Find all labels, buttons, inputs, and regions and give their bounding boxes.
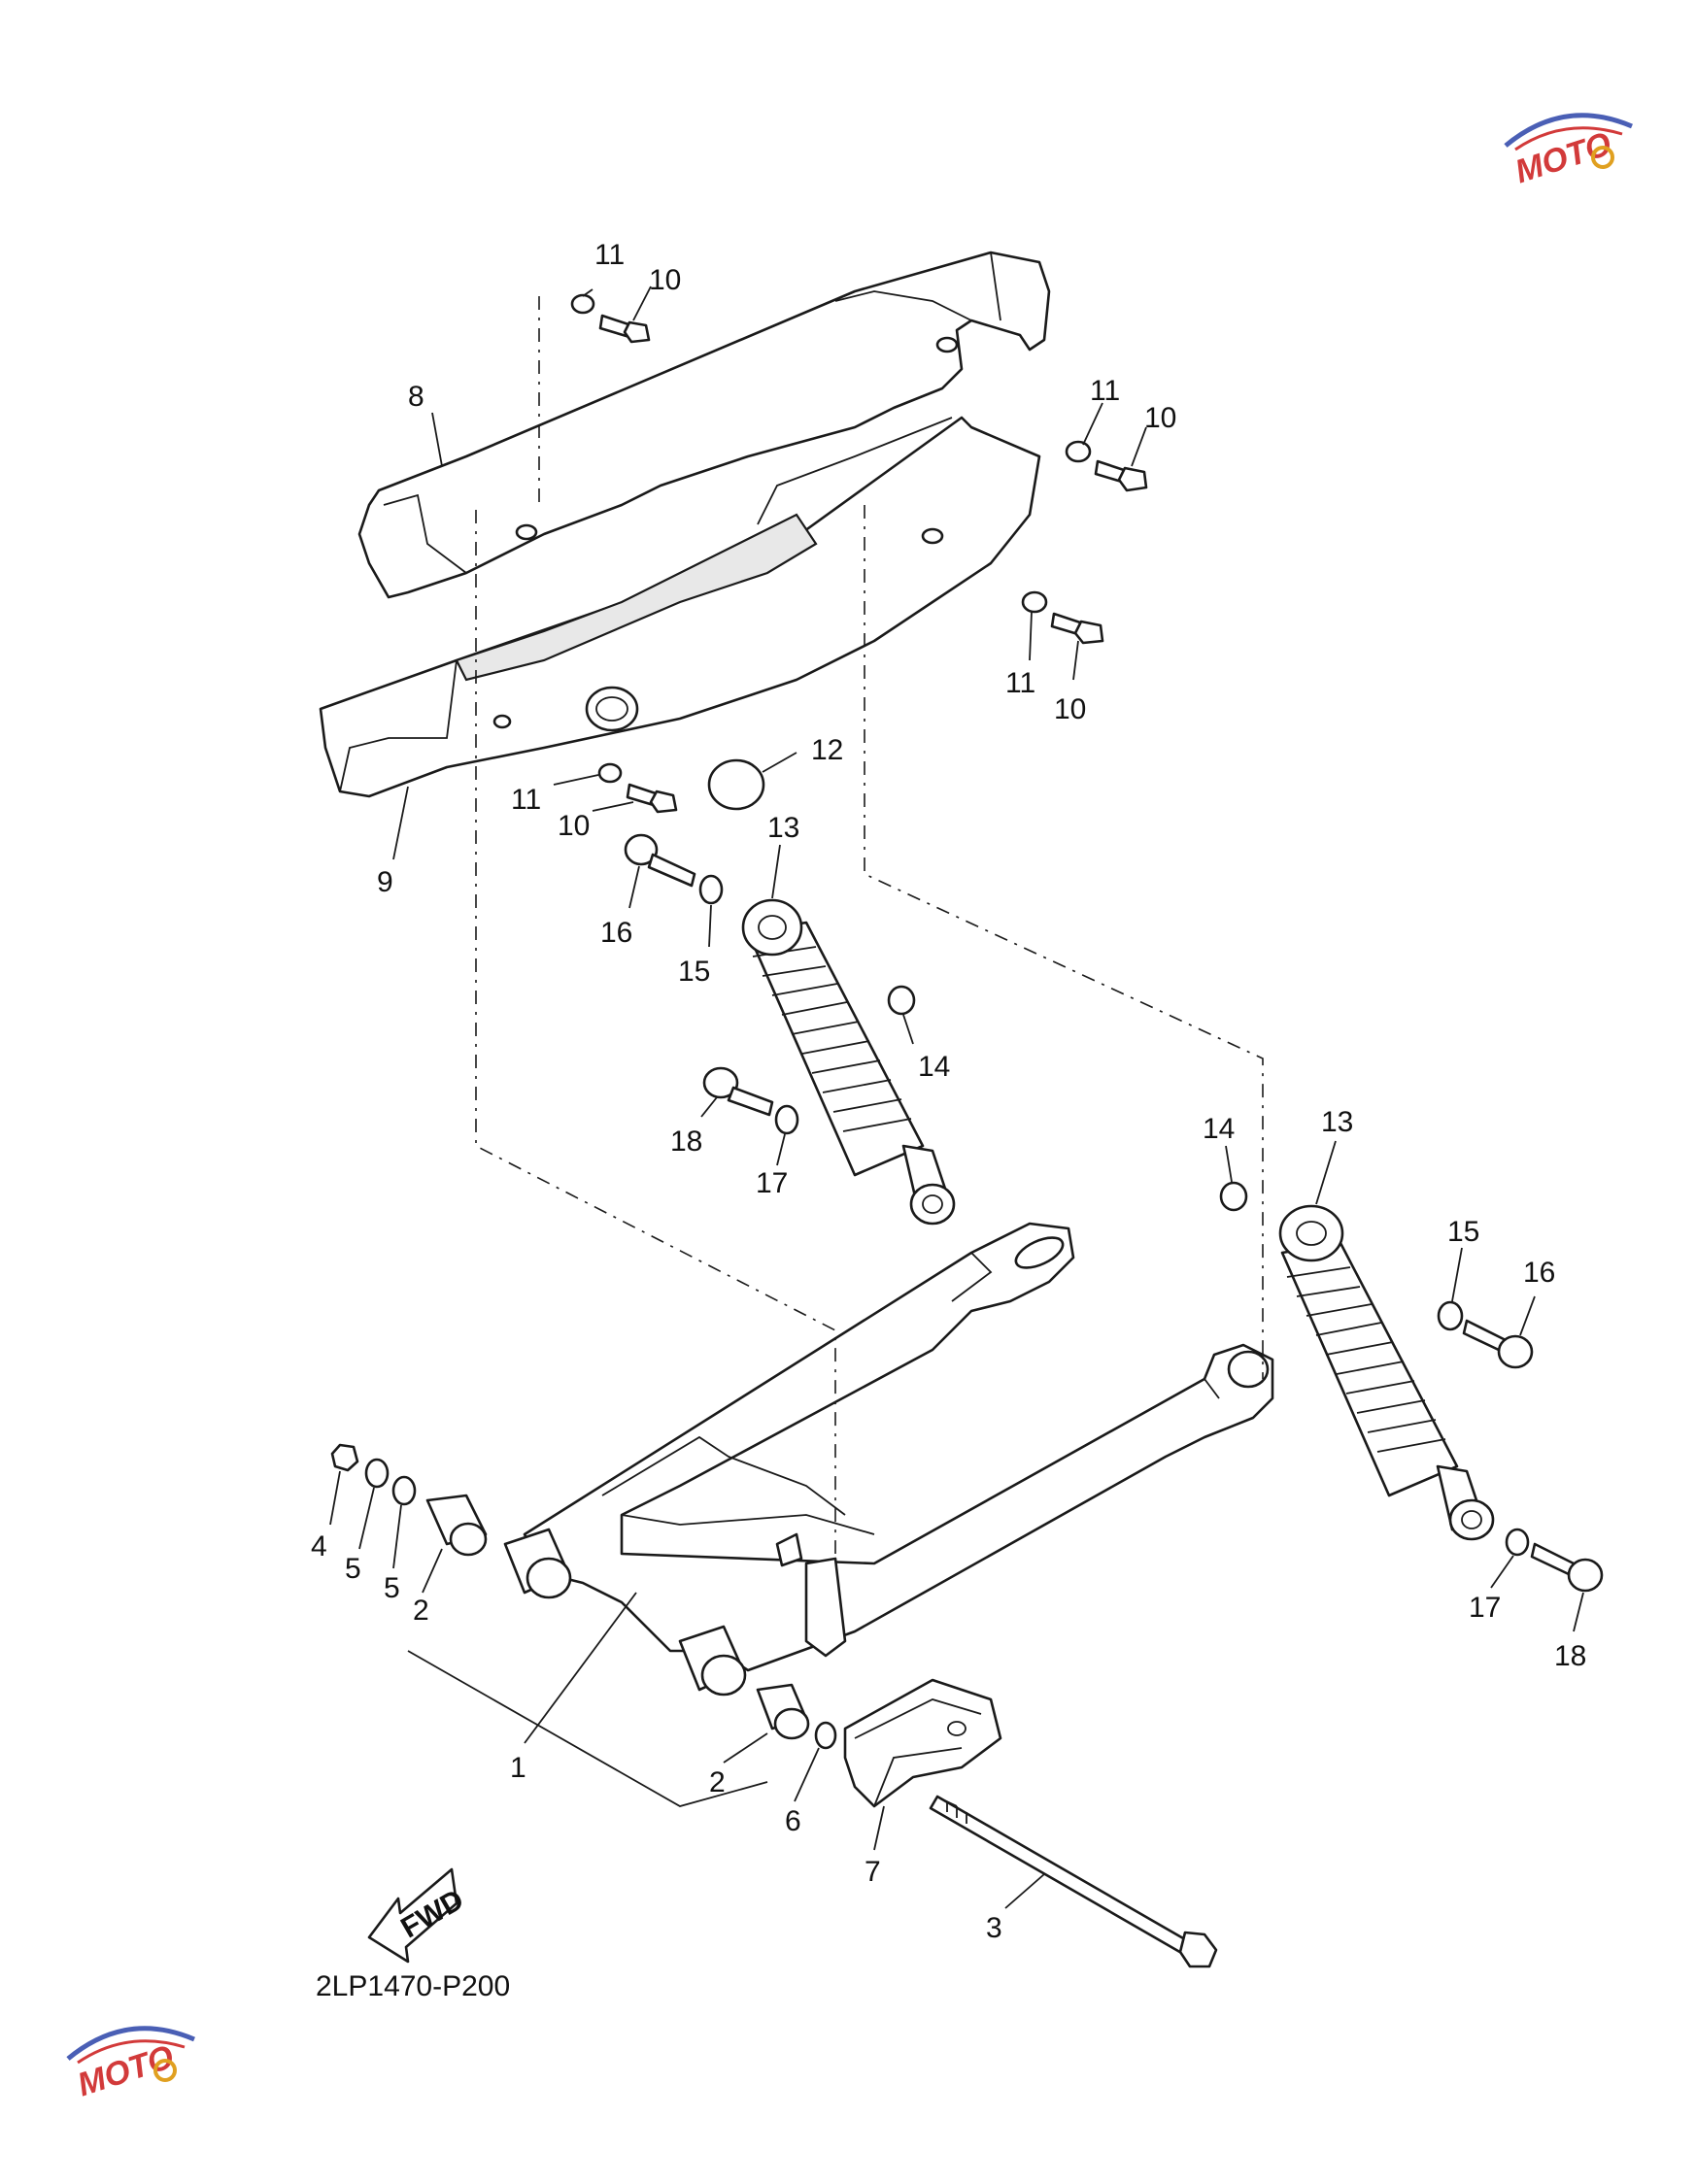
callout-11: 11 <box>1005 667 1035 699</box>
callout-9: 9 <box>377 866 393 898</box>
washer-17-right <box>1505 1528 1530 1557</box>
callout-15: 15 <box>678 956 710 988</box>
callout-13: 13 <box>1321 1106 1353 1138</box>
bolt-18-left <box>702 1066 774 1117</box>
callout-11: 11 <box>511 784 541 816</box>
fwd-arrow-icon: FWD <box>367 1867 469 1964</box>
leader-lines <box>329 286 1584 1909</box>
callout-14: 14 <box>918 1051 950 1083</box>
plug-cap <box>707 758 765 811</box>
callout-4: 4 <box>311 1530 327 1562</box>
washer-14-left <box>887 985 916 1016</box>
alignment-lines <box>475 296 1264 1554</box>
callout-3: 3 <box>986 1912 1002 1944</box>
callout-12: 12 <box>811 734 843 766</box>
callout-18: 18 <box>1554 1640 1586 1672</box>
bolt-10-b <box>1094 459 1148 492</box>
callout-11: 11 <box>1090 375 1120 407</box>
chain-guide <box>843 1678 1002 1808</box>
pivot-shaft <box>929 1795 1218 1968</box>
callout-1: 1 <box>510 1752 526 1784</box>
washer-5-a <box>364 1458 390 1489</box>
callout-17: 17 <box>1469 1592 1501 1624</box>
callout-10: 10 <box>558 810 590 842</box>
rear-shock-right <box>1278 1204 1495 1541</box>
callout-17: 17 <box>756 1167 788 1199</box>
bolt-10-a <box>598 314 651 344</box>
washer-6 <box>814 1721 837 1750</box>
callout-15: 15 <box>1447 1216 1479 1248</box>
watermark-logo-top: MOTO <box>1504 113 1633 190</box>
watermark-logo-bottom: MOTO <box>66 2026 195 2103</box>
callout-7: 7 <box>865 1856 881 1888</box>
rear-shock-left <box>741 898 956 1226</box>
bolt-10-c <box>1050 612 1104 645</box>
callout-18: 18 <box>670 1126 702 1158</box>
washer-15-left <box>698 874 724 905</box>
bolt-16-left <box>624 833 696 888</box>
washer-14-right <box>1219 1181 1248 1212</box>
callout-10: 10 <box>649 264 681 296</box>
callout-5: 5 <box>345 1553 361 1585</box>
bolt-10-d <box>626 783 678 814</box>
diagram-code: 2LP1470-P200 <box>316 1970 510 2002</box>
pivot-collar-left <box>503 1528 572 1599</box>
callout-14: 14 <box>1203 1113 1235 1145</box>
washer-11-c <box>1021 590 1048 614</box>
callout-10: 10 <box>1144 402 1176 434</box>
bushing-2-right <box>756 1683 810 1740</box>
washer-15-right <box>1437 1300 1464 1331</box>
callout-8: 8 <box>408 381 424 413</box>
watermark-text-bottom: MOTO <box>73 2038 178 2103</box>
washer-17-left <box>774 1104 799 1135</box>
callout-labels: 11 10 8 11 10 11 10 12 9 11 10 13 16 15 … <box>311 239 1586 1944</box>
callout-11: 11 <box>594 239 625 271</box>
callout-16: 16 <box>600 917 632 949</box>
washer-11-d <box>597 762 623 784</box>
washer-5-b <box>391 1475 417 1506</box>
bushing-2-left <box>425 1494 488 1557</box>
watermark-text-top: MOTO <box>1510 125 1615 190</box>
callout-2: 2 <box>413 1595 429 1627</box>
bolt-16-right <box>1462 1319 1534 1369</box>
swingarm <box>523 1222 1274 1672</box>
callout-5: 5 <box>384 1572 400 1604</box>
bolt-18-right <box>1530 1542 1604 1593</box>
washer-11-b <box>1065 440 1092 463</box>
chain-case-lower <box>319 416 1041 798</box>
washer-11-a <box>570 293 595 315</box>
callout-13: 13 <box>767 812 799 844</box>
nut-4 <box>330 1443 359 1472</box>
pivot-collar-right <box>678 1625 747 1697</box>
callout-16: 16 <box>1523 1257 1555 1289</box>
callout-6: 6 <box>785 1805 801 1837</box>
callout-2: 2 <box>709 1766 726 1798</box>
callout-10: 10 <box>1054 693 1086 725</box>
chain-case-upper <box>357 251 1051 599</box>
